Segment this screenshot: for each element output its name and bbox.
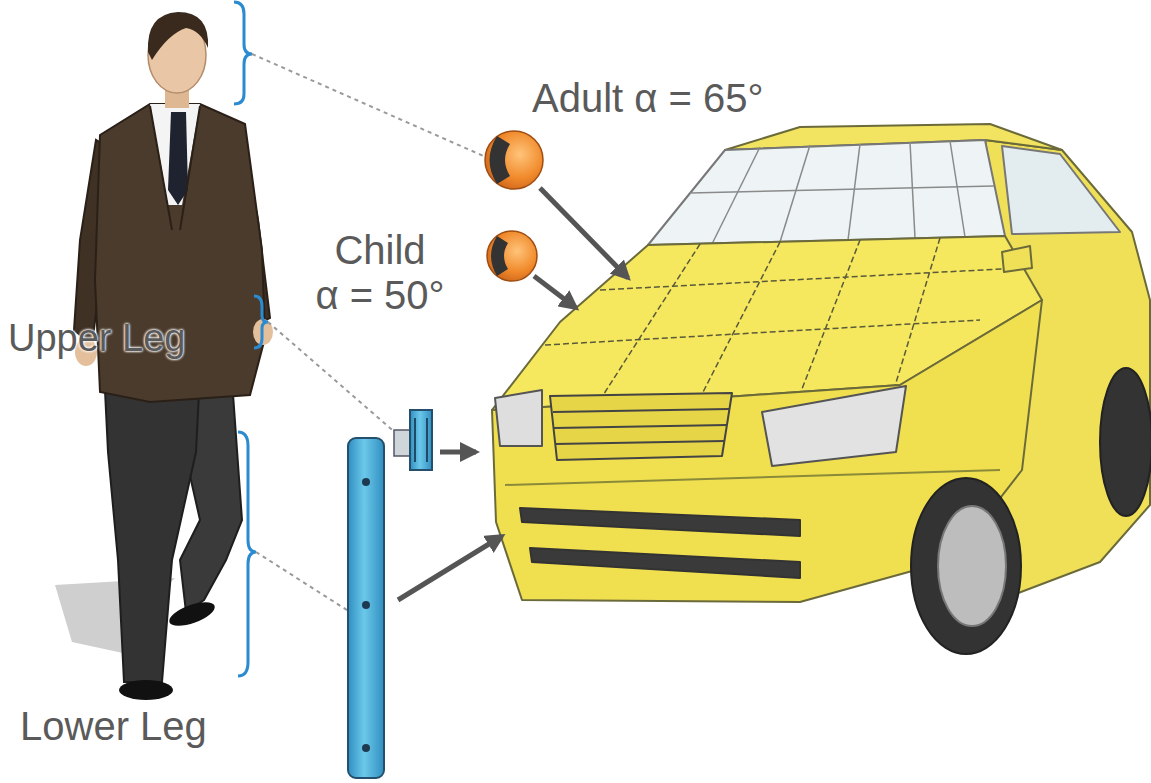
impact-arrow <box>540 188 628 278</box>
windshield <box>648 140 1005 245</box>
upper-leg-impactor <box>394 410 432 470</box>
part-label: Child <box>300 228 460 272</box>
front-wheel <box>911 478 1021 654</box>
hair <box>148 12 208 60</box>
head-bracket <box>234 2 252 104</box>
part-label: Upper Leg <box>8 318 248 360</box>
impactor-leg <box>348 438 384 778</box>
impactor-joint <box>362 744 370 752</box>
bumper-line <box>505 470 1000 485</box>
impactor-detail <box>426 418 428 462</box>
lower-leg-impactor <box>348 438 384 778</box>
front-leg <box>104 370 200 682</box>
head-impactors <box>485 131 543 281</box>
windshield-grid <box>690 141 994 244</box>
child-head-impactor <box>487 231 537 281</box>
part-label: Adult α = 65° <box>532 76 852 120</box>
lower-intake <box>530 548 800 578</box>
headlight <box>495 390 542 446</box>
impactor-cap <box>491 236 508 276</box>
rear-wheel <box>1100 368 1151 516</box>
side-window <box>1002 146 1120 234</box>
impactor-cap <box>490 136 511 184</box>
upper-leg-bracket <box>254 296 268 348</box>
adult-head-impactor <box>485 131 543 189</box>
back-shoe <box>166 597 217 630</box>
wheel-rim <box>938 506 1006 626</box>
body-region-brackets <box>234 2 268 676</box>
lapel-line <box>180 106 200 230</box>
lower-intake <box>520 508 800 536</box>
lapel-line <box>150 106 172 230</box>
leader-line <box>268 322 398 435</box>
impactor-joint <box>362 601 370 609</box>
tie <box>168 112 188 205</box>
leader-line <box>256 552 350 612</box>
leader-line <box>252 54 488 158</box>
part-label: Lower Leg <box>20 704 280 748</box>
impactor-detail <box>414 418 416 462</box>
lower-leg-bracket <box>238 432 256 676</box>
mirror <box>1002 246 1032 272</box>
front-shoe <box>119 680 173 700</box>
impactor-joint <box>362 478 370 486</box>
impactor-beam <box>410 410 432 470</box>
impact-arrow <box>534 276 576 308</box>
impact-arrows <box>398 188 628 600</box>
impact-arrow <box>398 536 502 600</box>
grille-bars <box>553 409 729 444</box>
grille <box>550 393 732 460</box>
impact-arrow <box>440 450 476 455</box>
car <box>492 124 1151 654</box>
headlight <box>762 386 906 466</box>
part-label: α = 50° <box>300 273 460 317</box>
